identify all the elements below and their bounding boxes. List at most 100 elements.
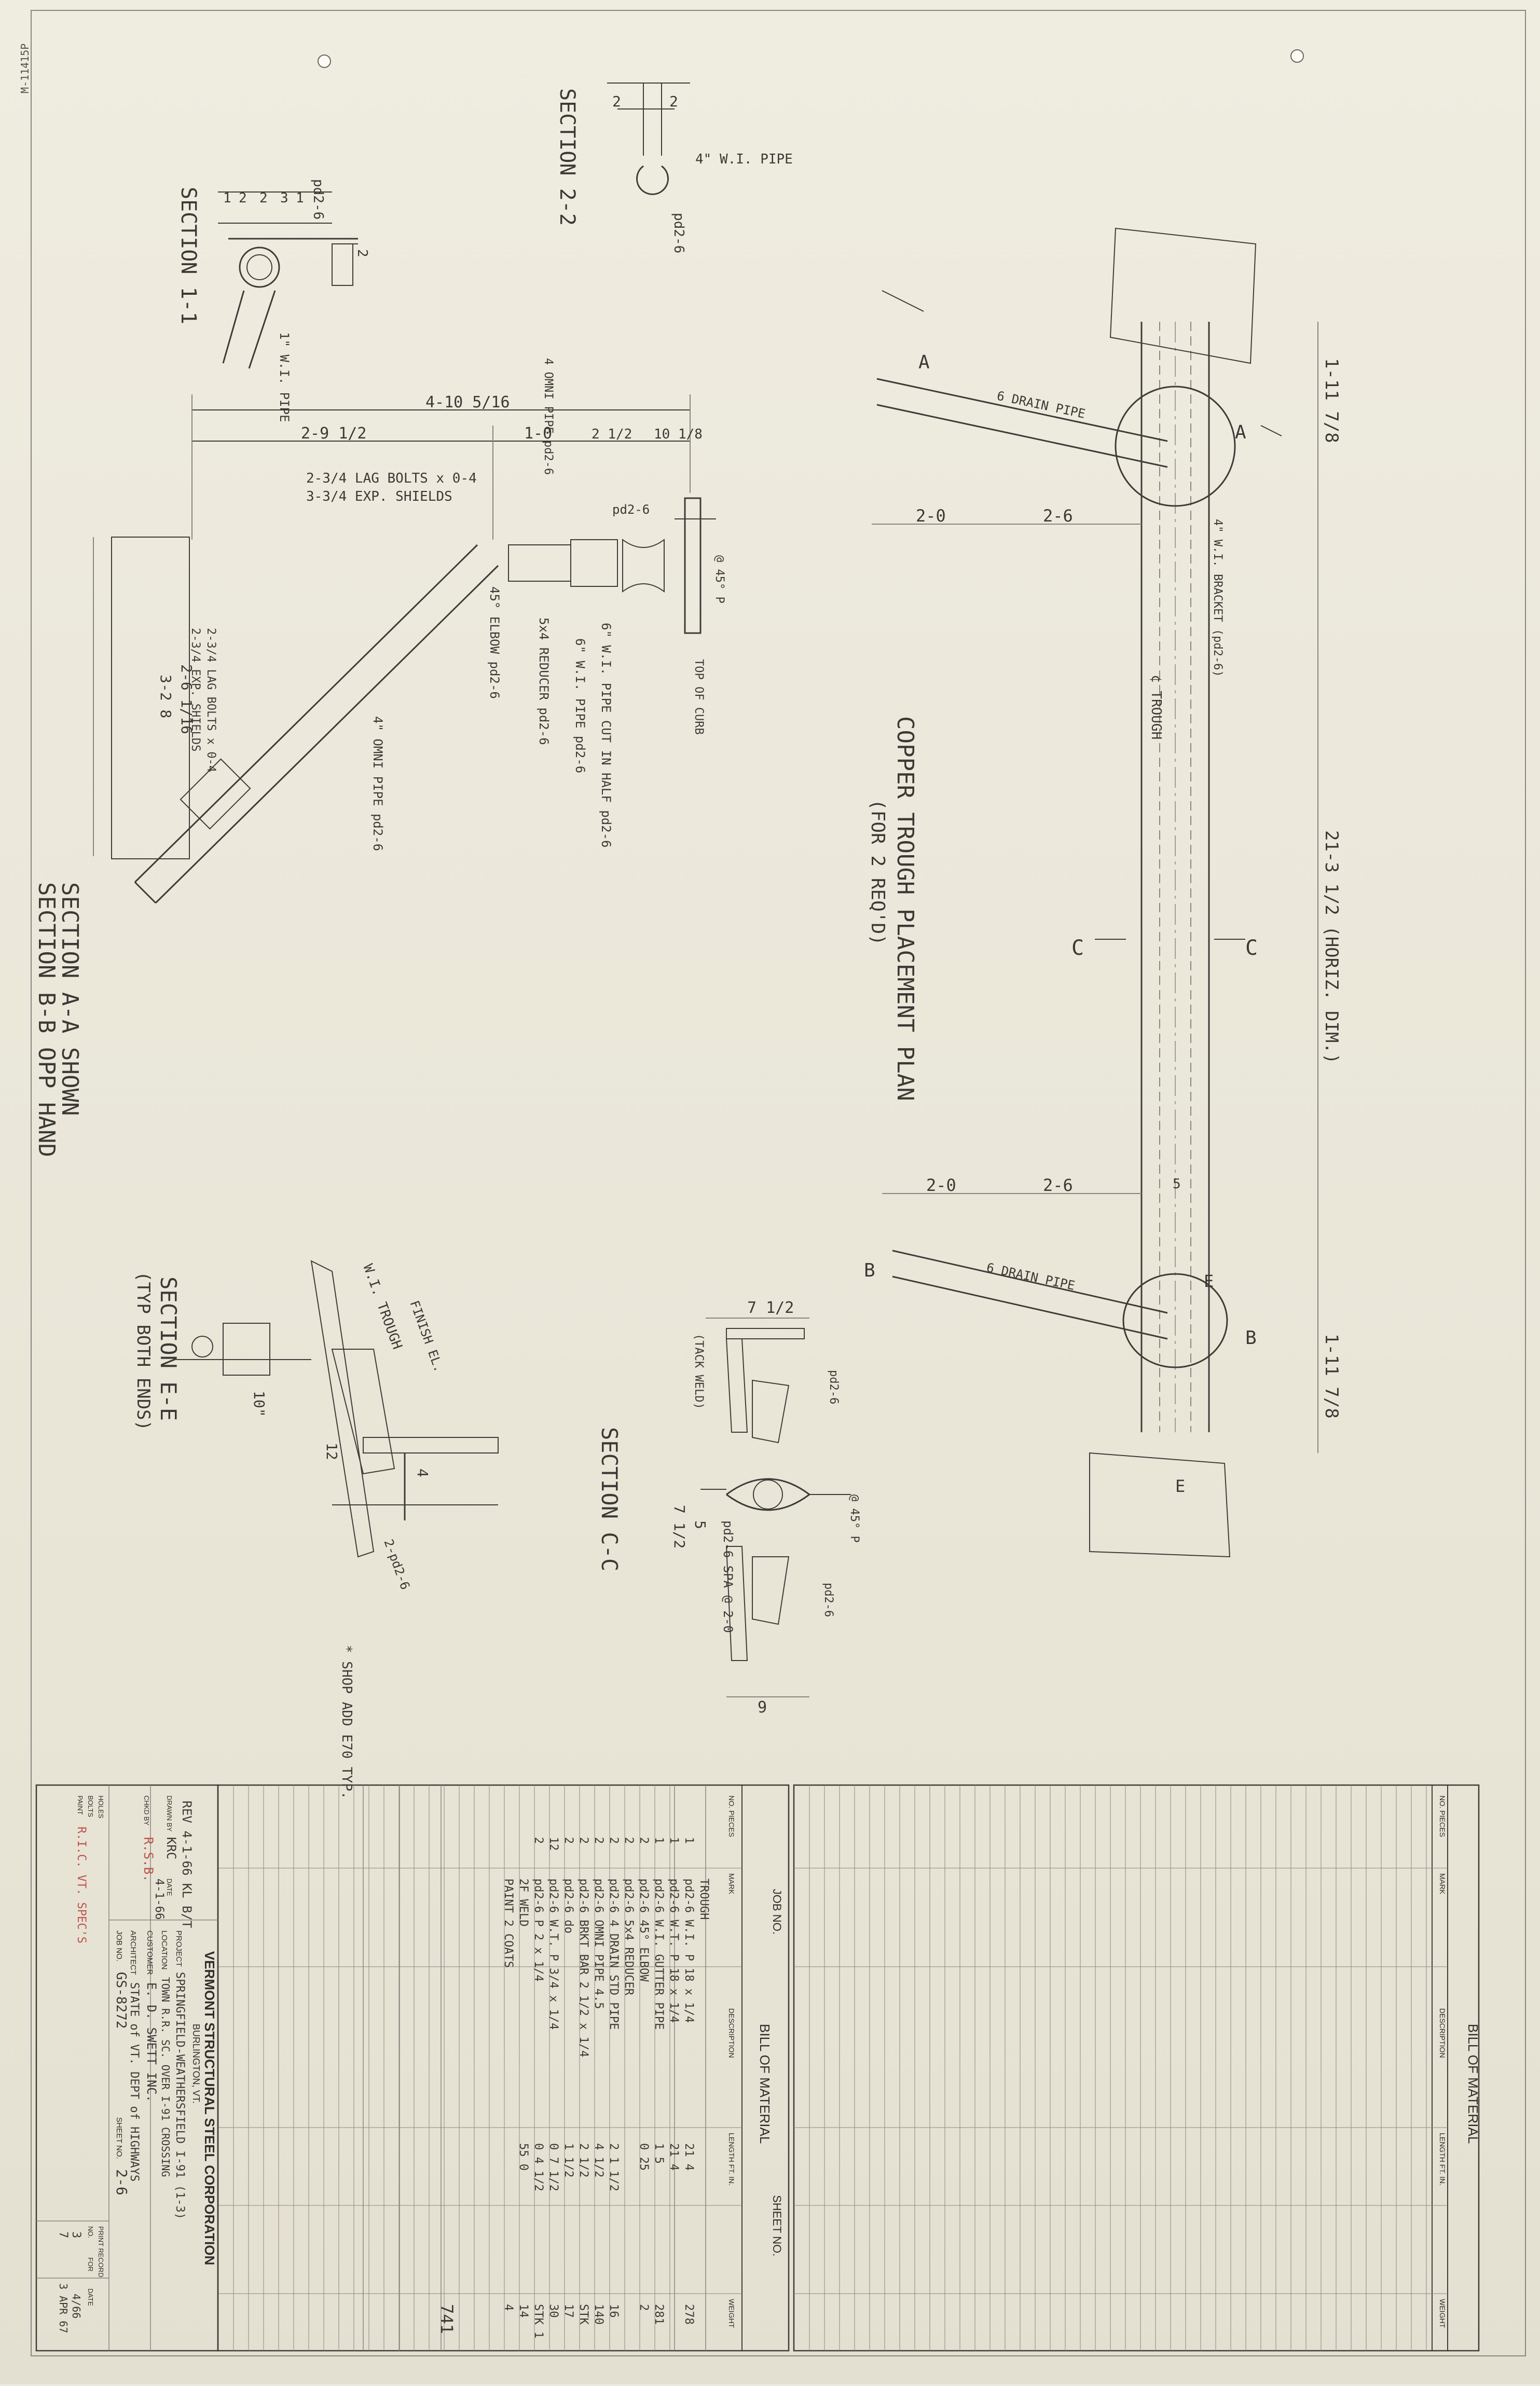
plan-label: 5	[1173, 1176, 1181, 1192]
bom-row-length: 0 4 1/2	[532, 2143, 545, 2191]
architect-value: STATE of VT. DEPT of HIGHWAYS	[128, 1982, 141, 2182]
aa-side-dim: 3-2 8	[157, 675, 174, 718]
bom-row-desc: pd2-6 BRKT BAR 2 1/2 x 1/4	[577, 1878, 590, 2057]
bom-row-weight: 4	[502, 2304, 515, 2311]
bom-job-no-label: JOB NO.	[771, 1889, 783, 1935]
plan-label: 6 DRAIN PIPE	[985, 1260, 1076, 1293]
cc-label: pd2-6 SPA @ 2-0	[721, 1520, 735, 1633]
s22-dim: 2	[669, 93, 678, 110]
plan-title: COPPER TROUGH PLACEMENT PLAN	[892, 716, 918, 1101]
sheet-no-label: SHEET NO.	[115, 2117, 123, 2159]
bom-row-pieces: 2	[637, 1837, 650, 1844]
bom-row-pieces: 2	[532, 1837, 545, 1844]
bom-row-desc: pd2-6 45° ELBOW	[637, 1878, 650, 1982]
bom-right-title: BILL OF MATERIAL	[1465, 2024, 1481, 2144]
aa-title-1: SECTION A-A SHOWN	[57, 882, 83, 1116]
cc-dim: 9	[758, 1698, 767, 1717]
bom-left: BILL OF MATERIAL JOB NO. SHEET NO. NO. P…	[217, 1784, 790, 2352]
bom-row-length: 4 1/2	[592, 2143, 605, 2177]
ee-subtitle: (TYP BOTH ENDS)	[133, 1271, 154, 1431]
cc-label: (TACK WELD)	[692, 1334, 705, 1409]
print-record-label: PRINT RECORD	[97, 2226, 105, 2278]
plan-subtitle: (FOR 2 REQ'D)	[867, 799, 888, 945]
corner-code: M-11415P	[19, 44, 31, 93]
bom-row-weight: 140	[592, 2304, 605, 2325]
cut-mark: C	[1071, 936, 1084, 960]
aa-note: @ 45° P	[713, 555, 726, 604]
ee-label: FINISH EL.	[407, 1298, 446, 1374]
bom-row-length: 1 5	[652, 2143, 665, 2164]
location-label: LOCATION	[160, 1930, 169, 1970]
plan-dim-b: 2-6	[1043, 1175, 1073, 1195]
bom-row-length: 0 25	[637, 2143, 650, 2171]
bom-row-desc: PAINT 2 COATS	[502, 1878, 515, 1968]
bom-row-desc: 2F WELD	[517, 1878, 530, 1927]
section-1-1-title: SECTION 1-1	[176, 187, 200, 324]
bom-row-length: 1 1/2	[562, 2143, 575, 2177]
cc-label: @ 45° P	[848, 1494, 861, 1543]
customer-label: CUSTOMER	[145, 1930, 154, 1975]
bom-row-weight: 30	[547, 2304, 560, 2318]
bom-header: MARK	[727, 1873, 736, 1895]
bom-row-weight: 281	[652, 2304, 665, 2325]
sheet-border	[31, 10, 1526, 2356]
print-header: DATE	[87, 2288, 94, 2306]
section-1-1: SECTION 1-1 pd2-6 1 2 2 3 1 2 1" W.I. PI…	[176, 179, 370, 422]
plan-dim-a: 2-0	[916, 506, 946, 526]
bom-row-weight: STK	[577, 2304, 590, 2325]
cc-label: pd2-6	[822, 1583, 835, 1617]
bom-row-length: 55 0	[517, 2143, 530, 2171]
bom-row-pieces: 2	[562, 1837, 575, 1844]
section-c-c: 7 1/2 9 7 1/2 5 (TACK WELD) pd2-6 @ 45° …	[597, 1299, 861, 1717]
bom-right-header: LENGTH FT. IN.	[1438, 2133, 1447, 2186]
bom-row-desc: pd2-6 5x4 REDUCER	[622, 1878, 635, 1996]
print-header: FOR	[87, 2257, 94, 2271]
bom-row-length: 2 1 1/2	[607, 2143, 620, 2191]
cc-dim: 7 1/2	[747, 1299, 794, 1317]
aa-note: pd2-6	[612, 502, 650, 517]
bom-row-pieces: 1	[667, 1837, 680, 1844]
section-e-e: W.I. TROUGH FINISH EL. 10" 12 4 2-pd2-6 …	[133, 1260, 499, 1799]
customer-value: E. D. SWETT INC.	[144, 1982, 159, 2102]
aa-note: 6" W.I. PIPE CUT IN HALF pd2-6	[599, 623, 613, 847]
paint-label: PAINT	[76, 1795, 84, 1815]
bom-row-desc: pd2-6 W.T. P 18 x 1/4	[667, 1878, 680, 2023]
bom-row-weight: 16	[607, 2304, 620, 2318]
s11-dim: 2	[259, 190, 268, 206]
plan-label: 6 DRAIN PIPE	[996, 388, 1087, 421]
aa-note: 4 OMNI PIPE pd2-6	[542, 358, 555, 475]
bom-row-pieces: 2	[607, 1837, 620, 1844]
ee-note: * SHOP ADD E70 TYP.	[339, 1645, 354, 1799]
bom-row-desc: pd2-6 W.I. P 18 x 1/4	[682, 1878, 695, 2023]
plan-dim-a: 2-6	[1043, 506, 1073, 526]
location-value: TOWN R.R. SC. OVER I-91 CROSSING	[159, 1977, 172, 2177]
bom-row-length: 21 4	[667, 2143, 680, 2171]
aa-dim: 2 1/2	[592, 427, 632, 442]
print-row-date: 4/66	[70, 2294, 82, 2319]
cut-mark: E	[1204, 1271, 1214, 1291]
cut-mark: A	[918, 352, 930, 373]
s11-dim: 2	[239, 190, 247, 206]
cut-mark: C	[1245, 936, 1258, 960]
bom-row-weight: STK 1	[532, 2304, 545, 2338]
bom-row-pieces: 1	[652, 1837, 665, 1844]
rev-note: REV 4-1-66 KL B/T	[180, 1801, 194, 1928]
section-2-2: SECTION 2-2 2 2 4" W.I. PIPE pd2-6	[555, 83, 793, 253]
aa-side-dim: 2-6 1/16	[178, 664, 195, 734]
s22-plate-label: pd2-6	[671, 213, 686, 253]
aa-note: 6" W.I. PIPE pd2-6	[573, 638, 587, 773]
bom-header: NO. PIECES	[727, 1795, 736, 1837]
s22-dim: 2	[612, 93, 621, 110]
drawn-by: KRC	[164, 1837, 178, 1859]
aa-note: 2-3/4 LAG BOLTS x 0-4	[306, 471, 477, 486]
bom-row-pieces: 2	[592, 1837, 605, 1844]
ee-label: W.I. TROUGH	[360, 1262, 405, 1351]
bom-row-desc: pd2-6 do	[562, 1878, 575, 1934]
print-header: NO.	[87, 2226, 94, 2238]
aa-note: 5x4 REDUCER pd2-6	[537, 618, 551, 745]
bom-right: BILL OF MATERIAL NO. PIECES MARK DESCRIP…	[793, 1784, 1481, 2352]
job-no-value: GS-8272	[113, 1972, 129, 2029]
aa-dim: 10 1/8	[654, 427, 703, 442]
paint-value: R.I.C. VT. SPEC'S	[75, 1827, 88, 1943]
